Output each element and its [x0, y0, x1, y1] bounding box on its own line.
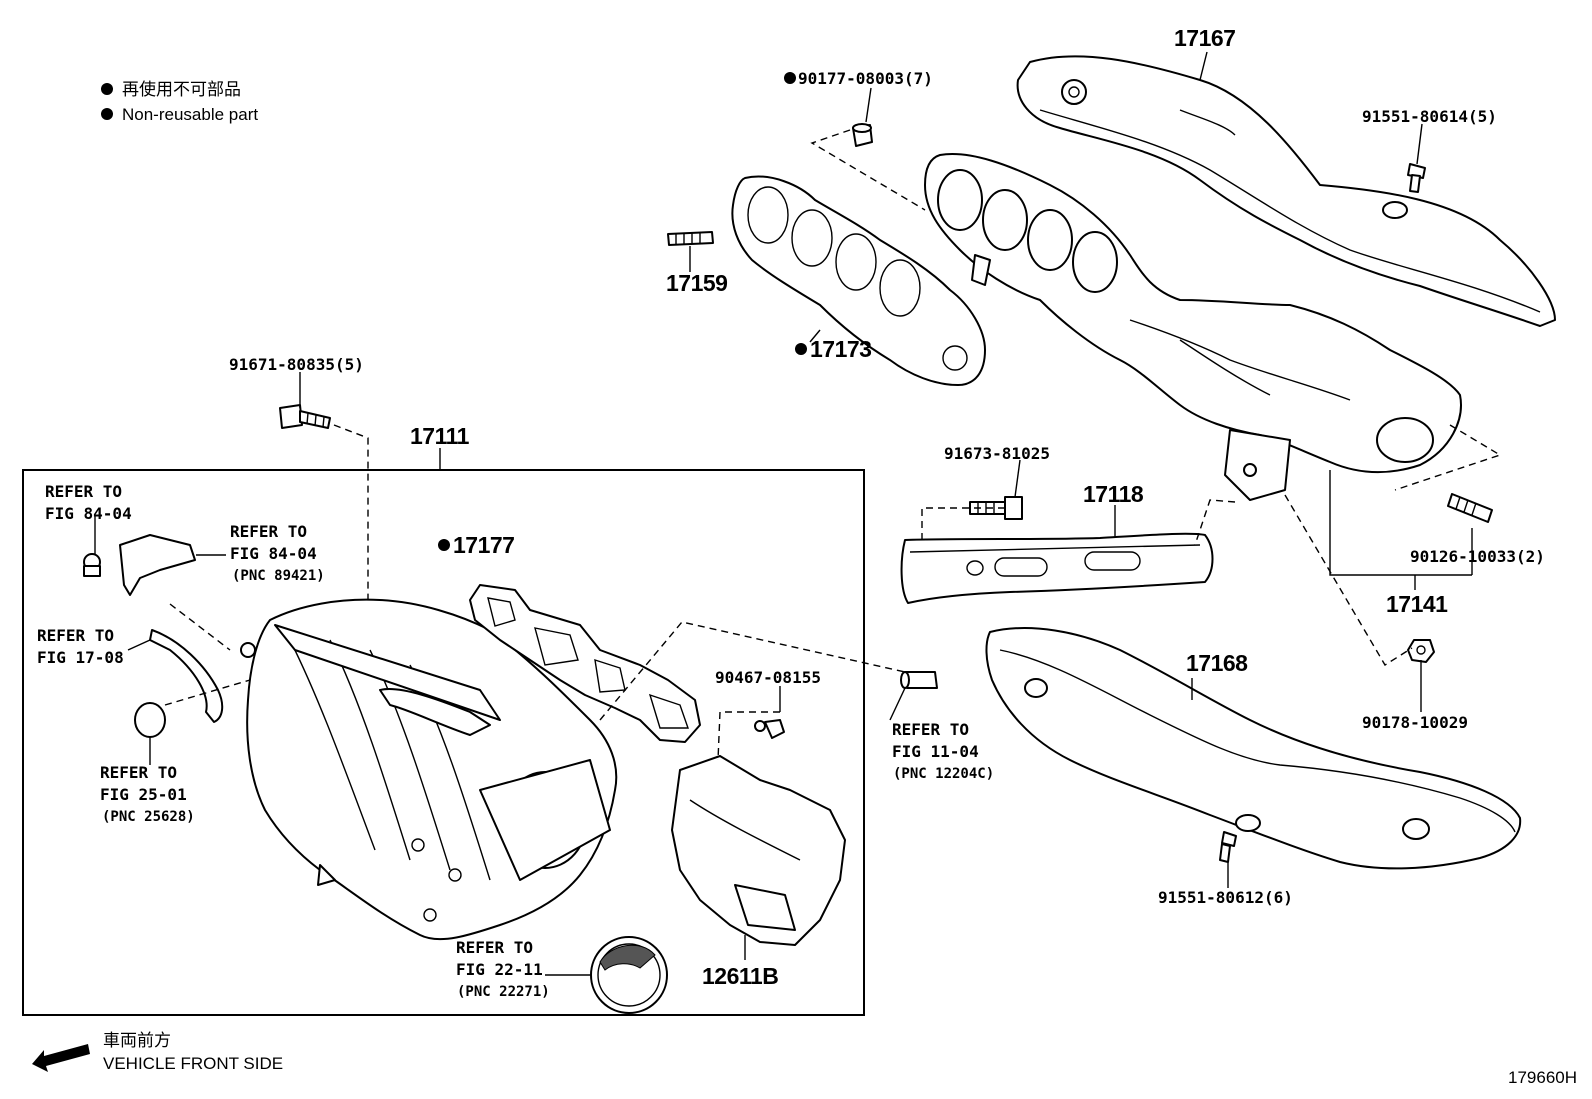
ref1-line1: REFER TO	[45, 482, 122, 501]
direction-en: VEHICLE FRONT SIDE	[103, 1054, 283, 1073]
label-17173: 17173	[810, 336, 871, 362]
non-reusable-dot-icon	[784, 72, 796, 84]
label-17159: 17159	[666, 270, 727, 296]
label-17111: 17111	[410, 423, 470, 449]
manifold-stay-17118[interactable]	[900, 532, 1214, 604]
ref4-line1: REFER TO	[100, 763, 177, 782]
ref2-line2: FIG 84-04	[230, 544, 317, 563]
legend-en: Non-reusable part	[122, 105, 258, 124]
heat-insulator-lower-17168[interactable]	[985, 627, 1522, 870]
label-17141: 17141	[1386, 591, 1448, 617]
ref3-line2: FIG 17-08	[37, 648, 124, 667]
label-17167: 17167	[1174, 25, 1235, 51]
ref4-line3: (PNC 25628)	[102, 809, 195, 825]
sensor-89421[interactable]	[83, 534, 196, 596]
label-90177: 90177-08003(7)	[798, 69, 933, 88]
non-reusable-dot-icon	[101, 83, 113, 95]
label-90126: 90126-10033(2)	[1410, 547, 1545, 566]
label-91673: 91673-81025	[944, 444, 1050, 463]
front-arrow-icon	[32, 1044, 90, 1072]
clamp-25628[interactable]	[134, 702, 166, 738]
ref4-line2: FIG 25-01	[100, 785, 187, 804]
exhaust-manifold-gasket-17173[interactable]	[731, 175, 986, 386]
label-12611B: 12611B	[702, 963, 778, 989]
nut-90178[interactable]	[1407, 639, 1435, 663]
label-91671: 91671-80835(5)	[229, 355, 364, 374]
part-labels: 17167 90177-08003(7) 91551-80614(5) 1715…	[229, 25, 1545, 989]
ref5-line1: REFER TO	[892, 720, 969, 739]
ref5-line2: FIG 11-04	[892, 742, 979, 761]
label-91551-80612: 91551-80612(6)	[1158, 888, 1293, 907]
intake-manifold-group-frame	[22, 469, 865, 1016]
bolt-91551-80612[interactable]	[1219, 831, 1237, 863]
stud-17159[interactable]	[667, 231, 714, 246]
legend: 再使用不可部品 Non-reusable part	[101, 79, 258, 124]
pin-90467[interactable]	[754, 719, 785, 739]
ref6-line1: REFER TO	[456, 938, 533, 957]
label-17177: 17177	[453, 532, 514, 558]
leader-lines	[94, 51, 1473, 976]
label-91551-80614: 91551-80614(5)	[1362, 107, 1497, 126]
bolt-91673-81025[interactable]	[969, 496, 1023, 520]
hose-17-08[interactable]	[149, 629, 224, 723]
ref6-line3: (PNC 22271)	[457, 984, 550, 1000]
nut-90177[interactable]	[852, 123, 873, 147]
ref5-line3: (PNC 12204C)	[893, 766, 994, 782]
connection-lines	[164, 129, 1502, 761]
bolt-91551-80614[interactable]	[1407, 163, 1426, 193]
intake-manifold-17111[interactable]	[240, 598, 618, 941]
figure-id: 179660H	[1508, 1068, 1577, 1087]
label-17118: 17118	[1083, 481, 1144, 507]
stud-90126[interactable]	[1447, 493, 1493, 523]
ref6-line2: FIG 22-11	[456, 960, 543, 979]
legend-jp: 再使用不可部品	[122, 79, 241, 99]
ref2-line1: REFER TO	[230, 522, 307, 541]
hose-12204C[interactable]	[900, 671, 938, 689]
vehicle-front-indicator: 車両前方 VEHICLE FRONT SIDE	[32, 1031, 283, 1073]
ref2-line3: (PNC 89421)	[232, 568, 325, 584]
mesh-22271[interactable]	[590, 936, 668, 1014]
reference-labels: REFER TO FIG 84-04 REFER TO FIG 84-04 (P…	[37, 482, 994, 1000]
bolt-91671-80835[interactable]	[279, 404, 331, 429]
non-reusable-dot-icon	[795, 343, 807, 355]
non-reusable-dot-icon	[438, 539, 450, 551]
label-17168: 17168	[1186, 650, 1248, 676]
ref3-line1: REFER TO	[37, 626, 114, 645]
label-90467: 90467-08155	[715, 668, 821, 687]
ref1-line2: FIG 84-04	[45, 504, 132, 523]
cover-12611B[interactable]	[671, 755, 846, 946]
exhaust-manifold-17141[interactable]	[924, 153, 1462, 501]
non-reusable-dot-icon	[101, 108, 113, 120]
direction-jp: 車両前方	[103, 1031, 171, 1050]
heat-insulator-upper-17167[interactable]	[1016, 55, 1556, 327]
label-90178: 90178-10029	[1362, 713, 1468, 732]
